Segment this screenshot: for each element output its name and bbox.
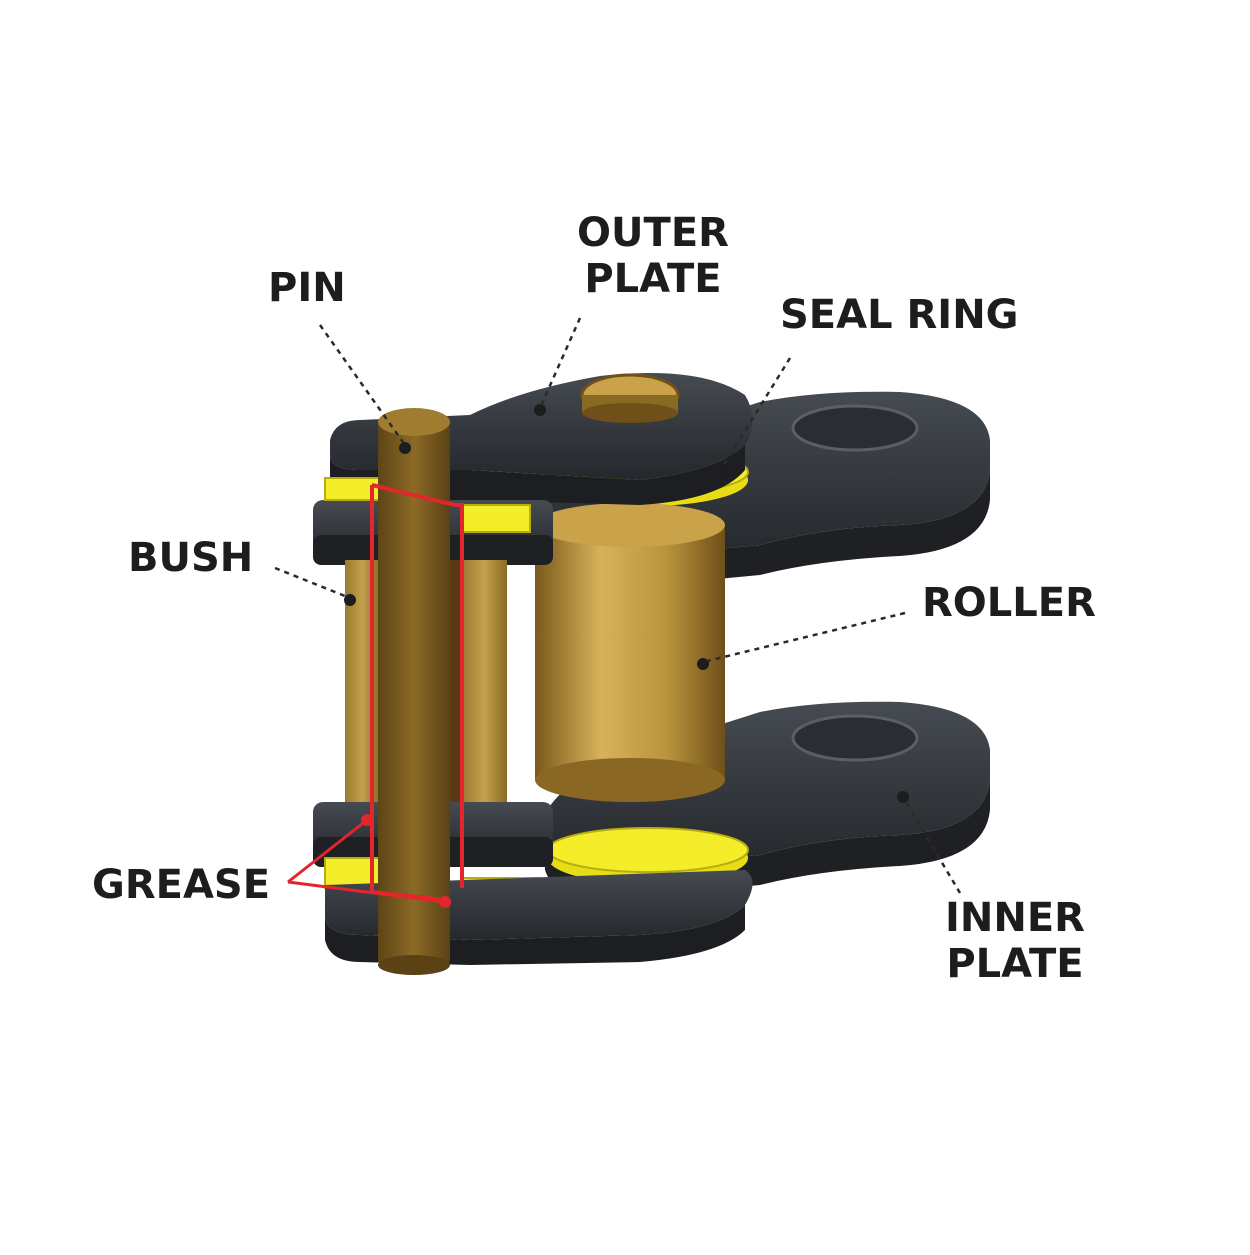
label-outer-plate: OUTER PLATE bbox=[568, 210, 738, 302]
label-roller: ROLLER bbox=[922, 580, 1096, 626]
label-outer-plate-line2: PLATE bbox=[584, 256, 722, 302]
seal-ring-upper-left bbox=[324, 477, 531, 533]
label-pin: PIN bbox=[268, 265, 346, 311]
inner-plate-lower-hole bbox=[791, 714, 919, 762]
leader-pin bbox=[318, 324, 407, 446]
leader-inner-plate bbox=[901, 796, 962, 894]
leader-seal-ring bbox=[720, 357, 792, 469]
grease-leaders bbox=[287, 818, 446, 904]
leader-dots bbox=[344, 404, 909, 803]
label-bush: BUSH bbox=[128, 535, 254, 581]
pin bbox=[378, 408, 450, 975]
label-grease: GREASE bbox=[92, 862, 271, 908]
label-inner-plate: INNER PLATE bbox=[935, 895, 1095, 987]
roller bbox=[535, 503, 725, 802]
leader-bush bbox=[274, 566, 351, 600]
label-seal-ring: SEAL RING bbox=[780, 292, 1019, 338]
leader-roller bbox=[702, 611, 906, 664]
leader-outer-plate bbox=[538, 317, 582, 409]
leader-lines bbox=[274, 317, 962, 894]
grease-dots bbox=[361, 814, 451, 908]
label-inner-plate-line1: INNER bbox=[945, 895, 1085, 941]
label-inner-plate-line2: PLATE bbox=[946, 941, 1084, 987]
inner-plate-upper-hole bbox=[791, 404, 919, 452]
label-outer-plate-line1: OUTER bbox=[577, 210, 729, 256]
